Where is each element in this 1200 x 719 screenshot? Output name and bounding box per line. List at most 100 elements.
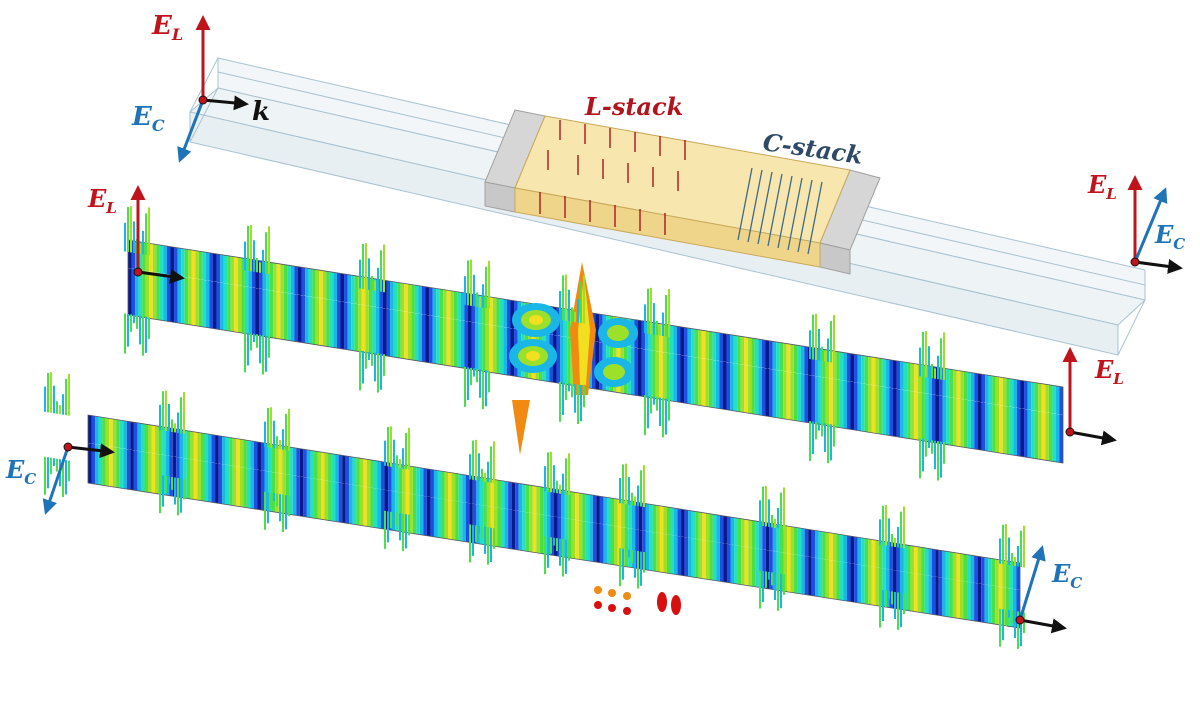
field-band xyxy=(956,552,960,582)
field-band xyxy=(202,251,206,281)
field-band xyxy=(719,360,723,410)
field-band xyxy=(460,320,465,369)
field-band xyxy=(340,301,345,350)
field-band xyxy=(532,513,537,554)
field-band xyxy=(532,485,537,515)
field-band xyxy=(829,532,833,562)
field-band xyxy=(850,563,855,604)
field-band xyxy=(411,284,415,314)
field-band xyxy=(472,476,477,505)
field-band xyxy=(694,357,699,406)
field-band xyxy=(414,313,419,362)
field-band xyxy=(882,358,886,388)
field-band xyxy=(1041,383,1046,413)
field-band xyxy=(839,351,844,381)
field-band xyxy=(215,463,219,504)
field-band xyxy=(596,523,600,564)
field-band xyxy=(871,539,876,569)
field-band xyxy=(356,485,360,526)
field-band xyxy=(942,396,947,445)
field-band xyxy=(338,454,343,484)
field-band xyxy=(412,494,417,535)
field-band xyxy=(465,474,470,504)
field-band xyxy=(232,465,237,507)
field-band xyxy=(910,572,915,614)
field-band xyxy=(253,469,258,510)
field-band xyxy=(298,294,302,344)
field-band xyxy=(446,318,451,367)
field-band xyxy=(200,432,205,462)
field-band xyxy=(818,531,823,560)
field-band xyxy=(595,313,600,343)
field-band xyxy=(130,449,134,491)
field-band xyxy=(208,461,212,503)
field-band xyxy=(726,516,731,546)
field-band xyxy=(652,504,657,534)
field-band xyxy=(324,452,329,482)
field-band xyxy=(787,553,791,594)
field-band xyxy=(931,548,936,578)
field-band xyxy=(215,435,219,464)
field-band xyxy=(561,490,565,519)
field-band xyxy=(921,392,925,442)
field-band xyxy=(811,557,816,598)
field-band xyxy=(321,452,325,481)
field-band xyxy=(1048,412,1053,462)
field-band xyxy=(921,547,925,576)
field-band xyxy=(762,522,766,551)
field-band xyxy=(1052,413,1056,462)
field-band xyxy=(829,559,833,601)
field-band xyxy=(900,361,904,390)
field-band xyxy=(910,391,915,440)
field-band xyxy=(634,347,638,397)
field-band xyxy=(716,514,720,544)
field-band xyxy=(974,401,978,450)
field-band xyxy=(684,327,688,356)
field-band xyxy=(253,441,258,470)
field-band xyxy=(610,497,615,527)
field-band xyxy=(273,290,277,340)
field-band xyxy=(977,583,982,624)
field-band xyxy=(673,325,677,355)
field-band xyxy=(740,364,745,413)
field-band xyxy=(236,466,240,507)
field-band xyxy=(730,544,735,585)
field-band xyxy=(166,246,171,275)
field-band xyxy=(864,565,869,607)
field-band xyxy=(324,480,329,521)
field-band xyxy=(119,448,124,489)
field-band xyxy=(170,246,175,276)
field-band xyxy=(236,438,240,468)
field-band xyxy=(365,305,369,354)
field-band xyxy=(436,288,440,317)
field-band xyxy=(578,492,583,522)
field-band xyxy=(181,276,185,325)
field-band xyxy=(698,539,703,580)
field-band xyxy=(310,478,314,519)
field-band xyxy=(995,586,999,627)
field-band xyxy=(373,460,378,489)
field-band xyxy=(1002,377,1007,407)
field-band xyxy=(582,520,586,562)
field-band xyxy=(761,367,766,417)
field-band xyxy=(384,462,389,491)
field-band xyxy=(497,507,502,549)
field-band xyxy=(669,353,674,402)
field-band xyxy=(875,567,879,608)
field-band xyxy=(130,421,134,451)
field-band xyxy=(843,562,848,603)
field-band xyxy=(462,474,466,503)
field-band xyxy=(917,392,922,441)
field-band xyxy=(854,536,858,566)
field-band xyxy=(220,254,224,284)
field-band xyxy=(970,555,975,584)
field-band xyxy=(344,273,348,303)
field-band xyxy=(493,479,498,509)
l-stack-plates xyxy=(539,120,686,235)
el-label-panel2: EL xyxy=(87,184,117,217)
field-band xyxy=(326,299,330,348)
field-band xyxy=(443,317,447,367)
field-band xyxy=(95,416,99,445)
field-band xyxy=(702,512,706,542)
field-band xyxy=(825,377,830,427)
